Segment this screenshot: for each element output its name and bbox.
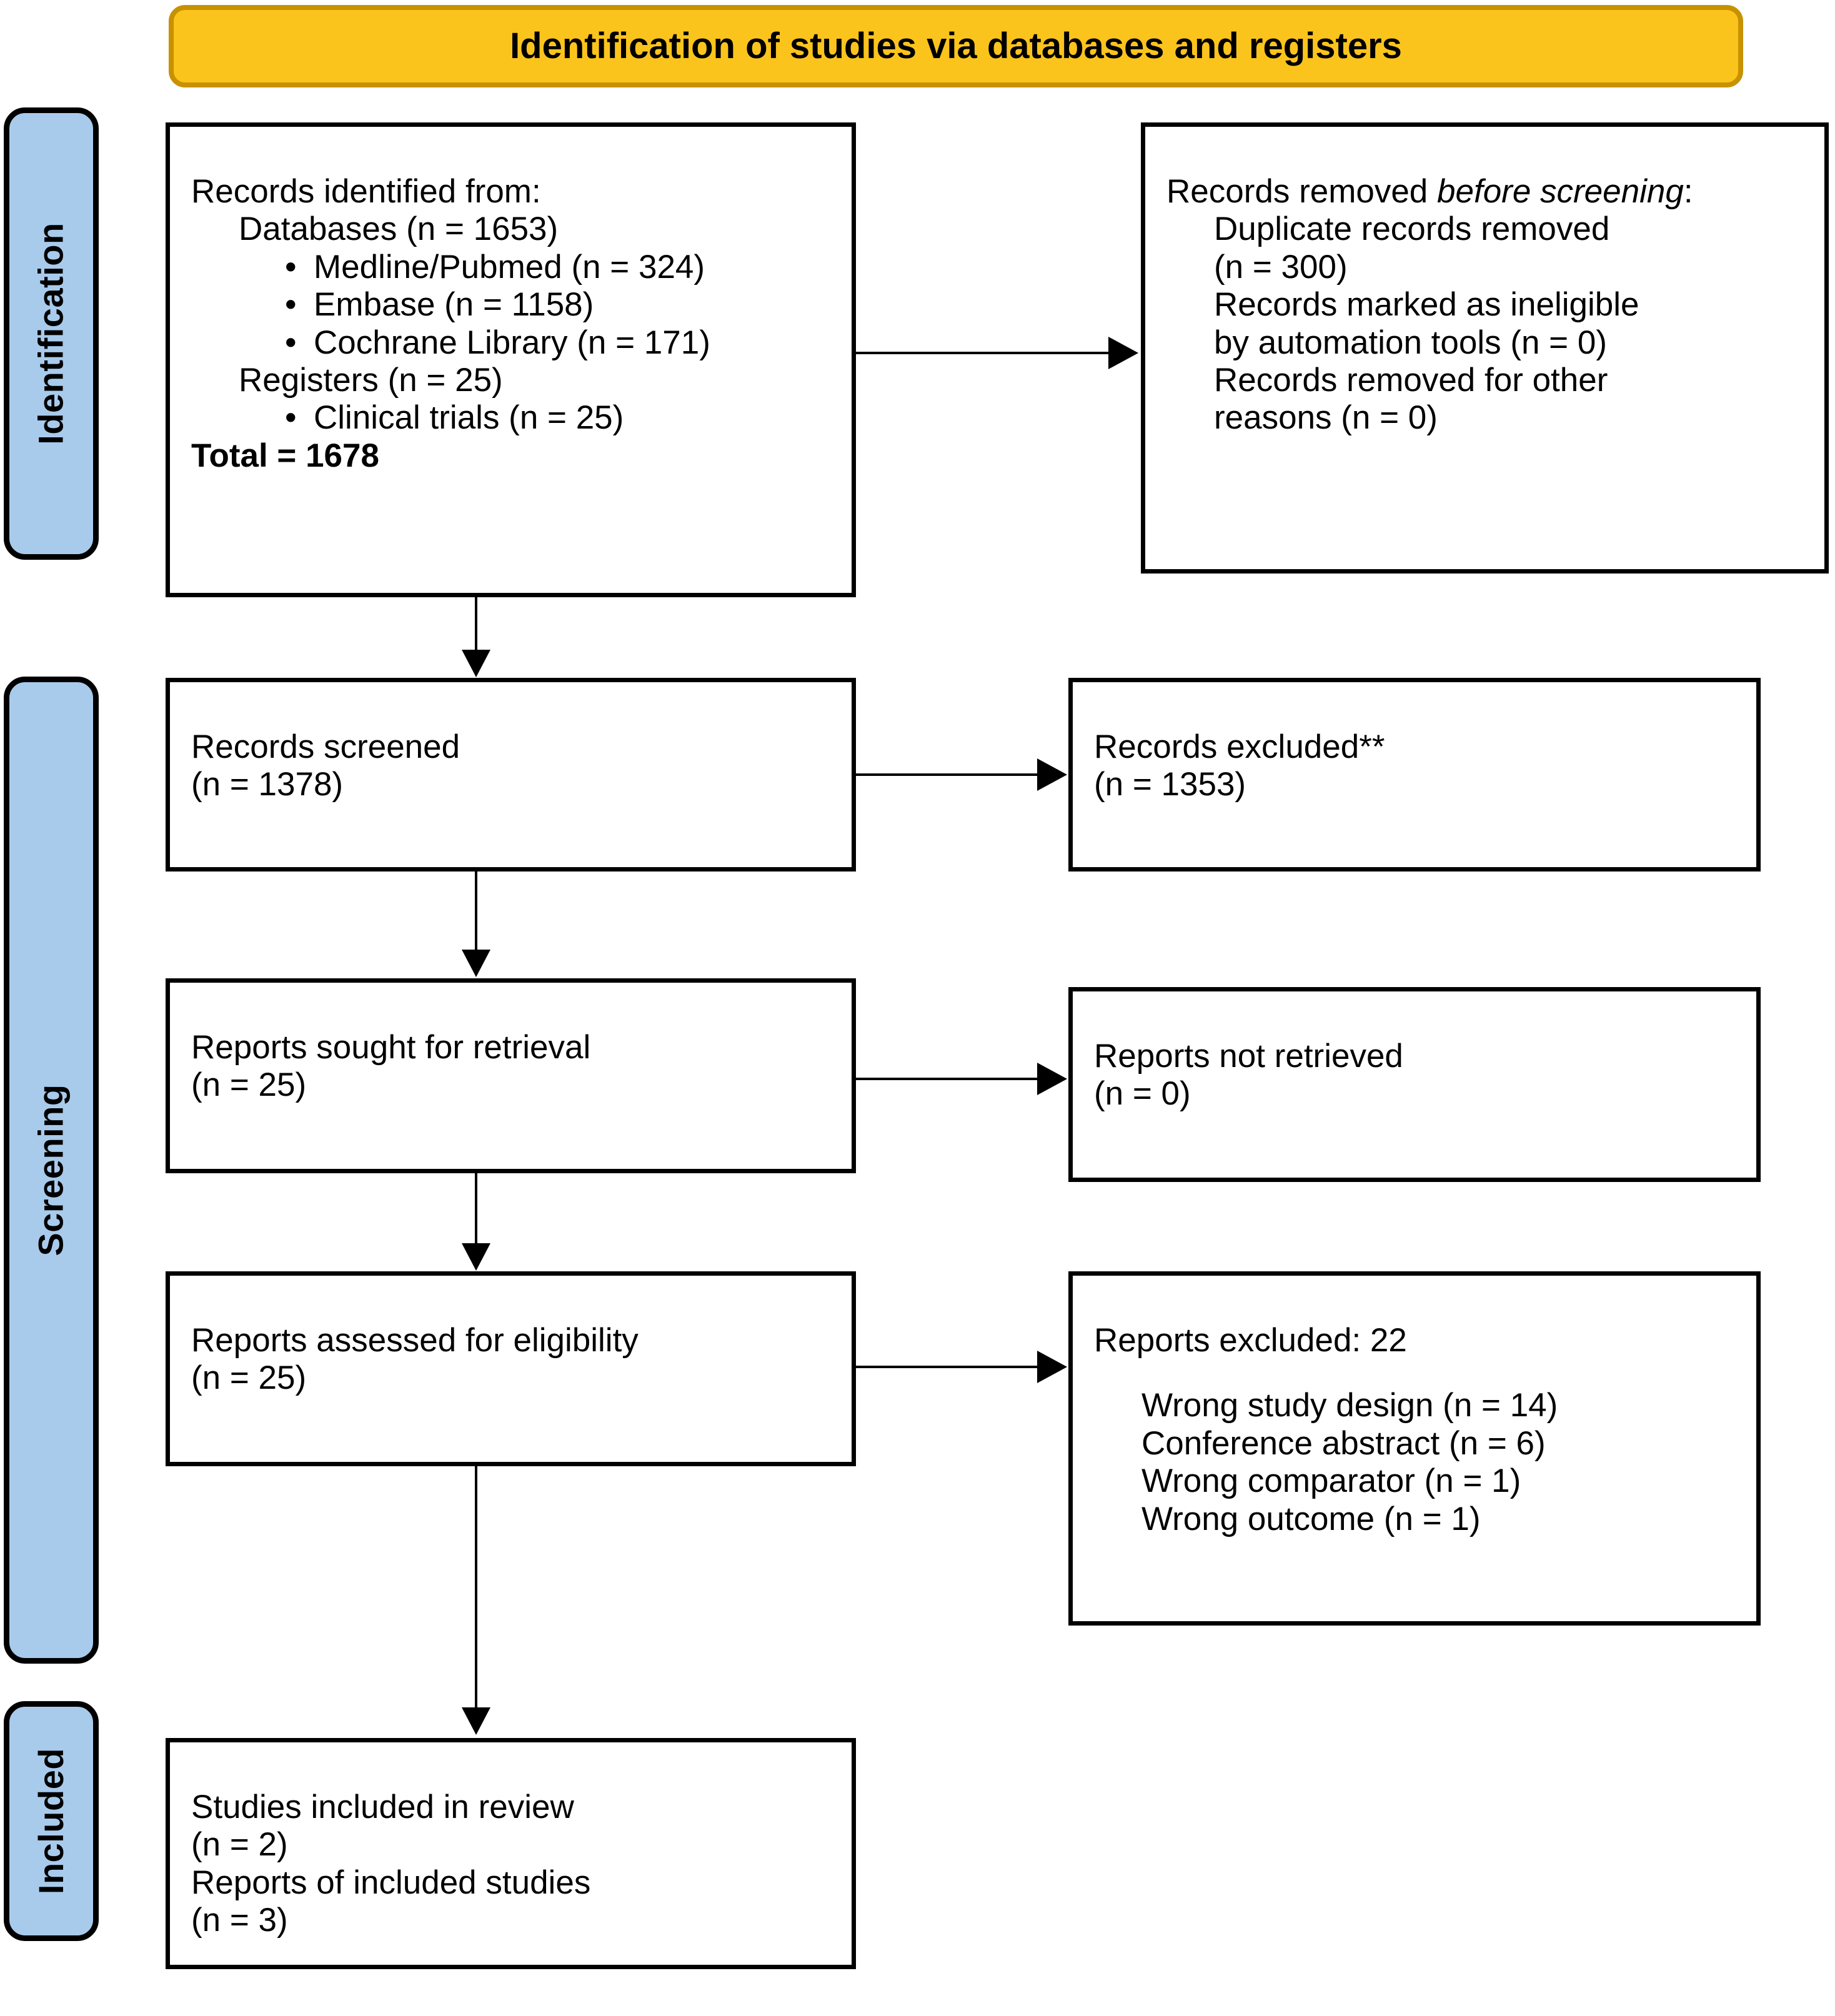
reports-excluded-heading: Reports excluded: 22 — [1094, 1322, 1407, 1359]
reports-excluded-gap — [1094, 1359, 1735, 1387]
reports-excluded-reason-wrong-comparator: Wrong comparator (n = 1) — [1141, 1462, 1521, 1500]
reports-excluded-reason-conference-abstract: Conference abstract (n = 6) — [1141, 1424, 1546, 1462]
reports-sought-count: (n = 25) — [191, 1066, 307, 1104]
reports-not-retrieved-label: Reports not retrieved — [1094, 1038, 1403, 1075]
box-records-screened: Records screened (n = 1378) — [166, 678, 856, 871]
records-identified-registers: Registers (n = 25) — [239, 362, 503, 399]
connector-arrow-identified-to-screened — [462, 650, 490, 677]
studies-included-count: (n = 2) — [191, 1826, 288, 1864]
phase-pill-identification: Identification — [4, 107, 99, 560]
reports-of-included-studies-label: Reports of included studies — [191, 1864, 591, 1901]
connector-line-screened-to-excluded — [856, 773, 1037, 776]
box-top-spacer — [191, 1761, 830, 1789]
database-source-cochrane: Cochrane Library (n = 171) — [314, 324, 710, 361]
reports-not-retrieved-count: (n = 0) — [1094, 1075, 1191, 1113]
records-removed-duplicates-count: (n = 300) — [1214, 248, 1348, 286]
phase-pill-included: Included — [4, 1701, 99, 1941]
connector-arrow-screened-to-excluded — [1037, 758, 1067, 791]
records-screened-count: (n = 1378) — [191, 766, 344, 803]
list-item: • Clinical trials (n = 25) — [191, 399, 830, 437]
connector-line-sought-to-assessed — [475, 1173, 477, 1245]
records-excluded-count: (n = 1353) — [1094, 766, 1246, 803]
records-removed-duplicates: Duplicate records removed — [1214, 211, 1610, 248]
connector-arrow-sought-to-assessed — [462, 1243, 490, 1271]
records-screened-label: Records screened — [191, 728, 460, 765]
connector-arrow-assessed-to-included — [462, 1707, 490, 1735]
records-identified-heading: Records identified from: — [191, 173, 541, 210]
box-top-spacer — [1094, 1010, 1735, 1038]
reports-of-included-studies-count: (n = 3) — [191, 1902, 288, 1939]
connector-line-sought-to-not-retrieved — [856, 1078, 1037, 1080]
bullet-icon: • — [285, 286, 297, 324]
connector-arrow-identified-to-removed — [1108, 337, 1138, 369]
list-item: • Embase (n = 1158) — [191, 286, 830, 324]
records-excluded-label: Records excluded** — [1094, 728, 1385, 765]
box-top-spacer — [1094, 701, 1735, 728]
connector-arrow-assessed-to-excluded — [1037, 1351, 1067, 1383]
records-removed-heading-emphasis: before screening — [1437, 173, 1684, 210]
connector-arrow-sought-to-not-retrieved — [1037, 1063, 1067, 1095]
database-source-medline: Medline/Pubmed (n = 324) — [314, 248, 705, 286]
reports-assessed-label: Reports assessed for eligibility — [191, 1322, 639, 1359]
box-reports-assessed-for-eligibility: Reports assessed for eligibility (n = 25… — [166, 1271, 856, 1466]
records-removed-heading-prefix: Records removed — [1166, 173, 1438, 210]
bullet-icon: • — [285, 399, 297, 437]
box-reports-not-retrieved: Reports not retrieved (n = 0) — [1068, 987, 1761, 1182]
box-top-spacer — [191, 701, 830, 728]
records-identified-total: Total = 1678 — [191, 437, 379, 474]
box-records-identified: Records identified from: Databases (n = … — [166, 122, 856, 597]
connector-line-assessed-to-excluded — [856, 1366, 1037, 1368]
box-top-spacer — [191, 1294, 830, 1322]
reports-excluded-reason-wrong-outcome: Wrong outcome (n = 1) — [1141, 1500, 1481, 1537]
records-removed-other: Records removed for other — [1214, 362, 1608, 399]
records-identified-databases: Databases (n = 1653) — [239, 211, 559, 248]
connector-line-identified-to-removed — [856, 352, 1108, 354]
reports-sought-label: Reports sought for retrieval — [191, 1029, 591, 1066]
records-removed-ineligible-count: by automation tools (n = 0) — [1214, 324, 1607, 361]
box-records-removed-before-screening: Records removed before screening: Duplic… — [1141, 122, 1829, 574]
box-top-spacer — [191, 146, 830, 173]
connector-line-identified-to-screened — [475, 597, 477, 653]
register-source-clinical-trials: Clinical trials (n = 25) — [314, 399, 624, 437]
box-reports-excluded: Reports excluded: 22 Wrong study design … — [1068, 1271, 1761, 1626]
box-reports-sought-for-retrieval: Reports sought for retrieval (n = 25) — [166, 978, 856, 1173]
bullet-icon: • — [285, 324, 297, 361]
connector-line-assessed-to-included — [475, 1466, 477, 1710]
box-top-spacer — [191, 1001, 830, 1029]
reports-excluded-reason-wrong-study-design: Wrong study design (n = 14) — [1141, 1387, 1558, 1424]
phase-pill-screening: Screening — [4, 677, 99, 1664]
records-removed-other-count: reasons (n = 0) — [1214, 399, 1438, 437]
connector-arrow-screened-to-sought — [462, 950, 490, 977]
database-source-embase: Embase (n = 1158) — [314, 286, 594, 324]
phase-label-screening: Screening — [31, 1084, 71, 1256]
reports-assessed-count: (n = 25) — [191, 1359, 307, 1397]
connector-line-screened-to-sought — [475, 871, 477, 953]
banner-title: Identification of studies via databases … — [510, 26, 1402, 67]
bullet-icon: • — [285, 248, 297, 286]
box-records-excluded: Records excluded** (n = 1353) — [1068, 678, 1761, 871]
box-top-spacer — [1166, 146, 1803, 173]
phase-label-included: Included — [31, 1747, 71, 1895]
box-top-spacer — [1094, 1294, 1735, 1322]
box-studies-included-in-review: Studies included in review (n = 2) Repor… — [166, 1738, 856, 1969]
studies-included-label: Studies included in review — [191, 1789, 574, 1825]
list-item: • Cochrane Library (n = 171) — [191, 324, 830, 362]
section-banner-identification: Identification of studies via databases … — [169, 5, 1743, 87]
records-removed-heading-suffix: : — [1683, 173, 1693, 210]
phase-label-identification: Identification — [31, 222, 71, 445]
records-removed-ineligible: Records marked as ineligible — [1214, 286, 1639, 324]
list-item: • Medline/Pubmed (n = 324) — [191, 249, 830, 286]
records-removed-heading: Records removed before screening: — [1166, 173, 1803, 211]
